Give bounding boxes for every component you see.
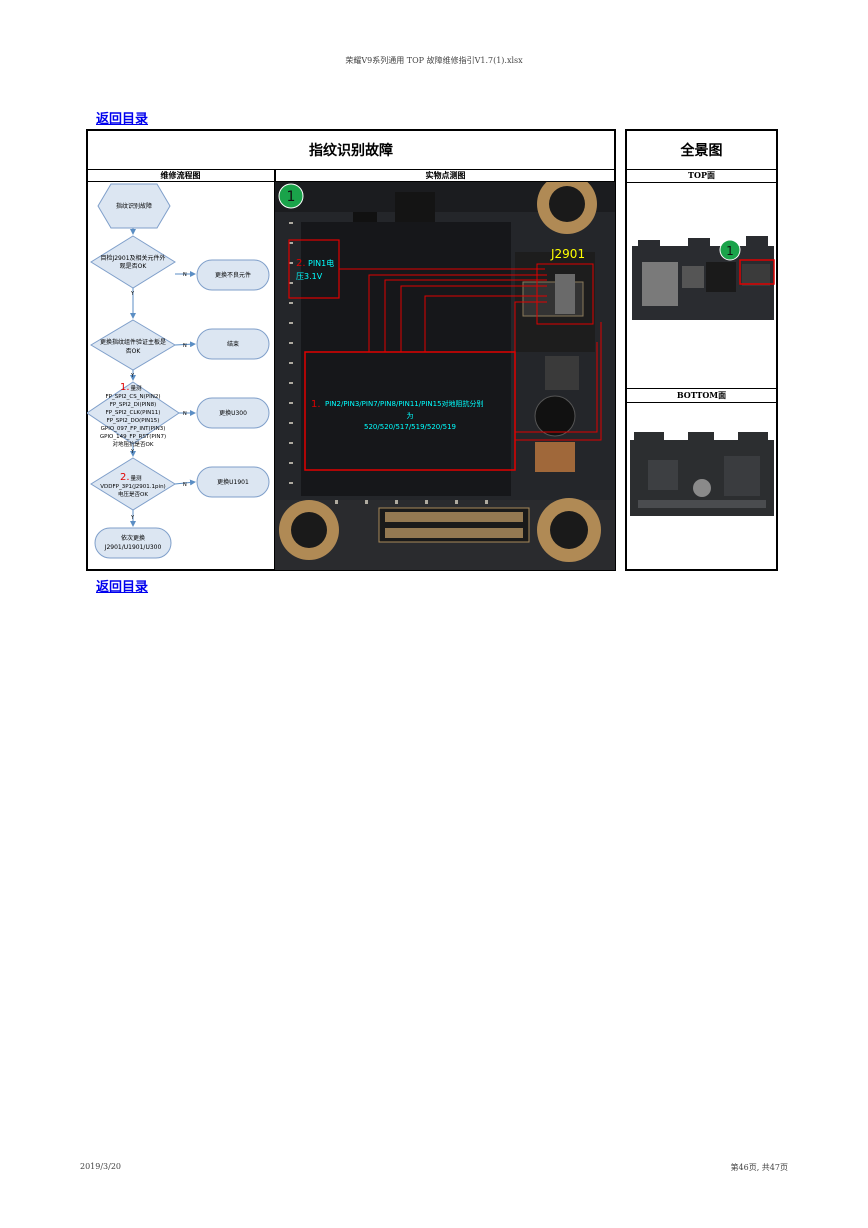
- photo-column-header: 实物点测图: [275, 169, 615, 182]
- impedance-line1: PIN2/PIN3/PIN7/PIN8/PIN11/PIN15对地阻抗分别: [325, 399, 484, 408]
- page-header: 荣耀V9系列通用 TOP 故障维修指引V1.7(1).xlsx: [345, 56, 523, 65]
- flow-step4-line2: 电压是否OK: [118, 490, 148, 498]
- repair-flowchart: 指纹识别故障 目检J2901及相关元件外 观是否OK 更换不良元件 更换指纹组件…: [87, 183, 270, 559]
- flow-column-header: 维修流程图: [87, 169, 275, 182]
- flow-step2-line2: 否OK: [126, 348, 142, 355]
- back-to-contents-link-bottom[interactable]: 返回目录: [96, 580, 149, 595]
- footer-date: 2019/3/20: [80, 1162, 122, 1171]
- bottom-side-board-image: [630, 432, 774, 516]
- pin1-number: 2.: [296, 258, 306, 269]
- back-to-contents-link-top[interactable]: 返回目录: [96, 112, 149, 127]
- photo-marker: 1: [287, 189, 296, 205]
- impedance-line2: 为: [407, 411, 414, 420]
- flow-step3-number: 1.: [120, 382, 130, 393]
- flow-step4-number: 2.: [120, 472, 130, 483]
- flow-action2-text: 结束: [227, 340, 239, 348]
- flow-decision-1: [90, 235, 176, 289]
- footer-page-number: 第46页, 共47页: [730, 1163, 788, 1172]
- top-side-board-image: 1: [632, 236, 775, 320]
- flow-step1-line1: 目检J2901及相关元件外: [100, 254, 165, 262]
- flow-action-4: [196, 466, 270, 498]
- flow-end: [94, 527, 172, 559]
- overview-marker: 1: [726, 244, 734, 258]
- yes-label: Y: [130, 291, 135, 297]
- flow-step3-line3: FP_SPI2_CLK(PIN11): [106, 410, 161, 416]
- flow-step3-line1: FP_SPI2_CS_N(PIN2): [106, 394, 161, 400]
- no-label: N: [183, 482, 187, 488]
- top-side-header: TOP面: [626, 169, 777, 183]
- yes-label: Y: [130, 373, 135, 379]
- yes-label: Y: [130, 515, 135, 521]
- no-label: N: [183, 343, 187, 349]
- fault-table: [86, 129, 616, 571]
- yes-label: Y: [130, 449, 135, 455]
- flow-step3-title: 量测: [130, 384, 142, 392]
- pcb-measurement-photo: 1 J2901 2. PIN1电 压3.1V 1. PIN2/PIN3/PIN7…: [275, 182, 615, 570]
- main-title: 指纹识别故障: [87, 131, 615, 170]
- pin1-measure-box: [288, 239, 340, 299]
- flow-action3-text: 更换U300: [219, 409, 247, 417]
- impedance-line3: 520/520/517/519/520/519: [364, 423, 456, 431]
- flow-step4-title: 量测: [130, 474, 142, 482]
- flow-action-1: [196, 259, 270, 291]
- flow-step3-line7: 对地阻抗是否OK: [113, 440, 154, 448]
- flow-step4-line1: VDDFP_3P1(J2901.1pin): [100, 484, 165, 490]
- flow-start-text: 指纹识别故障: [116, 202, 152, 210]
- no-label: N: [183, 411, 187, 417]
- connector-label: J2901: [550, 247, 585, 261]
- flow-step3-line4: FP_SPI2_DO(PIN15): [107, 418, 160, 424]
- no-label: N: [183, 272, 187, 278]
- flow-action4-text: 更换U1901: [217, 478, 249, 486]
- flow-end-line1: 依次更换: [121, 534, 145, 542]
- flow-step3-line6: GPIO_149_FP_RST(PIN7): [100, 434, 166, 440]
- impedance-number: 1.: [311, 399, 321, 410]
- flow-step1-line2: 观是否OK: [120, 263, 148, 270]
- bottom-side-header: BOTTOM面: [626, 388, 777, 403]
- flow-start-hexagon: [97, 183, 171, 229]
- panorama-title: 全景图: [626, 131, 777, 170]
- panorama-table: [625, 129, 778, 571]
- flow-end-line2: J2901/U1901/U300: [104, 544, 162, 551]
- pin1-text-line1: PIN1电: [308, 258, 334, 268]
- flow-step2-line1: 更换指纹组件验证主板是: [100, 338, 166, 346]
- flow-action-2: [196, 328, 270, 360]
- pin1-text-line2: 压3.1V: [296, 272, 323, 281]
- flow-step3-line5: GPIO_097_FP_INT(PIN3): [101, 426, 166, 432]
- flow-action-3: [196, 397, 270, 429]
- impedance-measure-box: [304, 351, 516, 471]
- column-divider: [274, 182, 275, 570]
- flow-action1-text: 更换不良元件: [215, 271, 251, 279]
- flow-step3-line2: FP_SPI2_DI(PIN8): [110, 402, 157, 408]
